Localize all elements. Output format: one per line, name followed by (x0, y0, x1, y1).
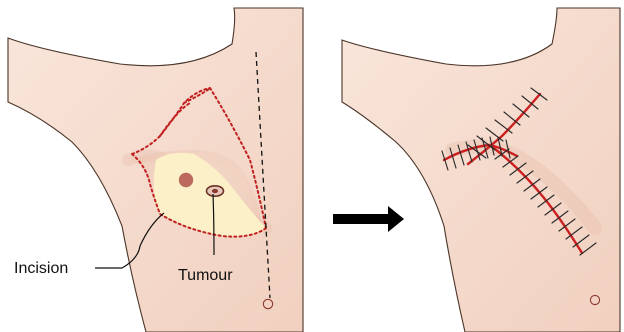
left-nipple (263, 299, 272, 308)
before-panel: Incision Tumour (8, 8, 303, 332)
tumour-label: Tumour (178, 267, 233, 284)
arrow-shaft (333, 214, 388, 224)
incision-label: Incision (14, 260, 68, 277)
after-panel (342, 8, 620, 332)
tumour-core (212, 189, 218, 193)
right-nipple (590, 295, 599, 304)
process-arrow (333, 206, 404, 232)
left-nipple-original (179, 173, 193, 187)
right-torso (342, 8, 620, 332)
arrow-head (388, 206, 404, 232)
